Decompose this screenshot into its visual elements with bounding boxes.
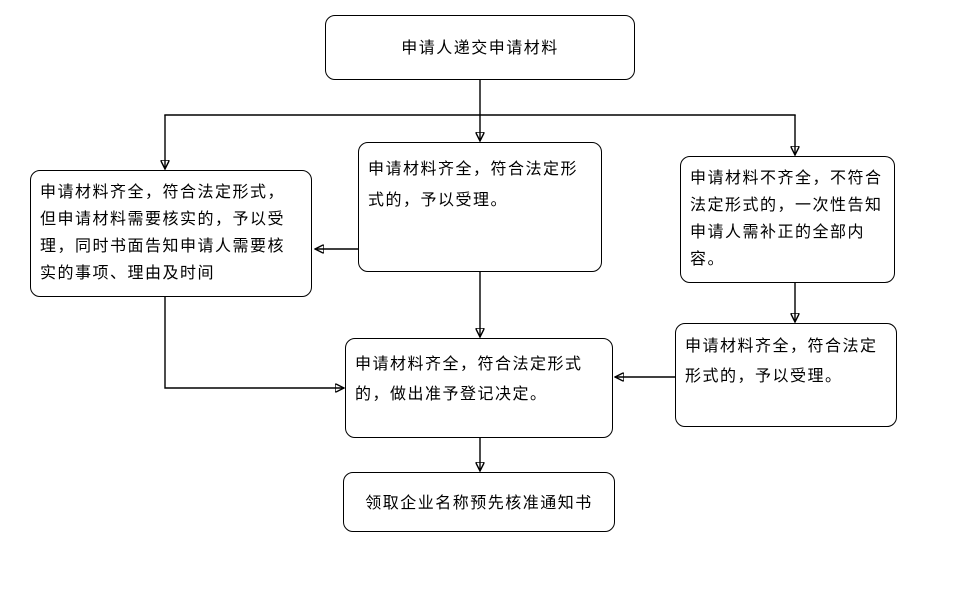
node-accept-middle: 申请材料齐全，符合法定形 式的，予以受理。 (358, 142, 602, 272)
node-verify-needed: 申请材料齐全，符合法定形式， 但申请材料需要核实的，予以受 理，同时书面告知申请… (30, 170, 312, 297)
node-receive-notice: 领取企业名称预先核准通知书 (343, 472, 615, 532)
edge-verify-to-decision (164, 297, 344, 388)
node-accept-after-correction: 申请材料齐全，符合法定 形式的，予以受理。 (675, 323, 897, 427)
node-start: 申请人递交申请材料 (325, 15, 635, 80)
node-registration-decision: 申请材料齐全，符合法定形式 的，做出准予登记决定。 (345, 338, 613, 438)
node-incomplete-materials: 申请材料不齐全，不符合 法定形式的，一次性告知 申请人需补正的全部内 容。 (680, 156, 895, 283)
